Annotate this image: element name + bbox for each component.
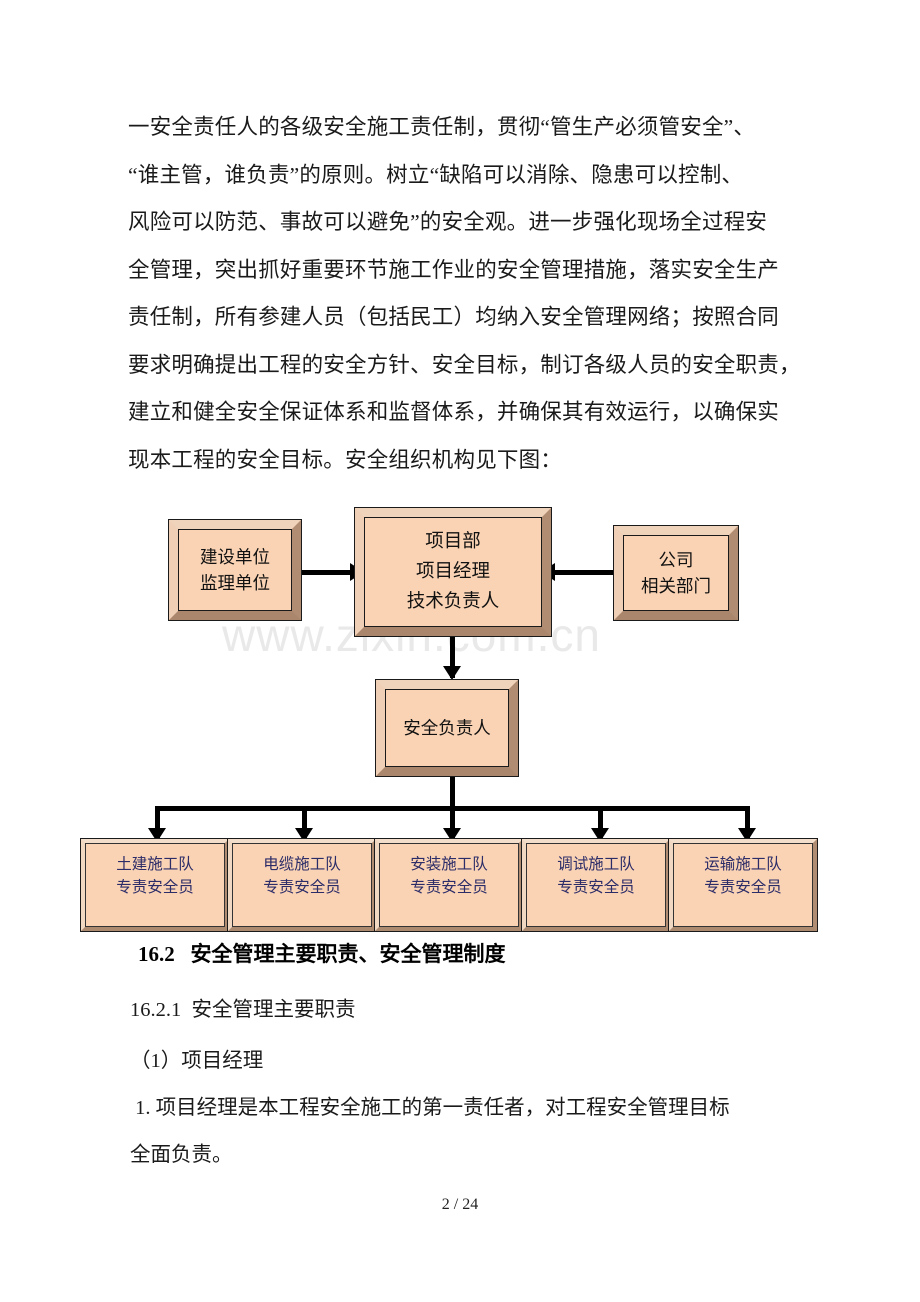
node-company-line-2: 相关部门	[641, 576, 711, 596]
node-team-civil[interactable]: 土建施工队 专责安全员	[80, 838, 230, 932]
node-team-cable-line-2: 专责安全员	[263, 879, 341, 896]
node-team-installation[interactable]: 安装施工队 专责安全员	[374, 838, 524, 932]
node-project-line-2: 项目经理	[415, 562, 490, 582]
paragraph-line: 要求明确提出工程的安全方针、安全目标，制订各级人员的安全职责，	[128, 352, 801, 377]
page-number-footer: 2 / 24	[441, 1196, 479, 1213]
body-paragraph: 一安全责任人的各级安全施工责任制，贯彻“管生产必须管安全”、 “谁主管，谁负责”…	[128, 104, 801, 484]
paragraph-line: 现本工程的安全目标。安全组织机构见下图：	[128, 447, 563, 472]
paragraph-line: 全管理，突出抓好重要环节施工作业的安全管理措施，落实安全生产	[128, 257, 780, 282]
node-project-line-3: 技术负责人	[406, 592, 500, 612]
arrow-drop-4-icon	[591, 828, 609, 842]
connector-drop-2	[302, 806, 307, 841]
node-owner-line-1: 建设单位	[200, 547, 270, 567]
connector-drop-5	[745, 806, 750, 841]
node-team-commissioning[interactable]: 调试施工队 专责安全员	[521, 838, 671, 932]
node-team-transport-line-1: 运输施工队	[704, 856, 782, 873]
node-company-departments[interactable]: 公司 相关部门	[613, 525, 739, 621]
node-owner-line-2: 监理单位	[200, 573, 270, 593]
node-project-line-1: 项目部	[425, 532, 481, 552]
arrow-drop-1-icon	[148, 828, 166, 842]
connector-drop-1	[155, 806, 160, 841]
node-team-installation-line-1: 安装施工队	[410, 856, 488, 873]
safety-organization-diagram: 建设单位 监理单位 项目部 项目经理 技术负责人 公司 相关部门 安全负责人	[0, 498, 920, 932]
connector-company-to-project	[553, 570, 615, 575]
node-team-cable-line-1: 电缆施工队	[263, 856, 341, 873]
arrow-project-to-safety-icon	[443, 666, 461, 680]
section-heading-16-2: 16.2 安全管理主要职责、安全管理制度	[138, 942, 506, 966]
node-team-civil-line-1: 土建施工队	[116, 856, 194, 873]
node-safety-line-1: 安全负责人	[403, 718, 491, 738]
arrow-drop-2-icon	[295, 828, 313, 842]
paragraph-line: 一安全责任人的各级安全施工责任制，贯彻“管生产必须管安全”、	[128, 115, 756, 139]
connector-project-to-safety	[450, 624, 455, 678]
connector-drop-3	[450, 806, 455, 841]
node-team-installation-line-2: 专责安全员	[410, 879, 488, 896]
list-item-1-body-line-1: 1. 项目经理是本工程安全施工的第一责任者，对工程安全管理目标	[130, 1097, 730, 1119]
paragraph-line: 建立和健全安全保证体系和监督体系，并确保其有效运行，以确保实	[128, 400, 780, 424]
node-team-commissioning-line-2: 专责安全员	[557, 879, 635, 896]
node-team-commissioning-line-1: 调试施工队	[557, 856, 635, 873]
list-item-1: （1）项目经理	[130, 1050, 264, 1072]
connector-safety-to-bus	[450, 760, 455, 810]
arrow-drop-5-icon	[738, 828, 756, 842]
paragraph-line: 责任制，所有参建人员（包括民工）均纳入安全管理网络；按照合同	[128, 305, 780, 329]
node-team-transport-line-2: 专责安全员	[704, 879, 782, 896]
paragraph-line: “谁主管，谁负责”的原则。树立“缺陷可以消除、隐患可以控制、	[128, 162, 744, 187]
list-item-1-body-line-2: 全面负责。	[130, 1144, 233, 1166]
node-safety-officer[interactable]: 安全负责人	[375, 679, 519, 777]
node-team-civil-line-2: 专责安全员	[116, 879, 194, 896]
node-company-line-1: 公司	[658, 550, 694, 570]
connector-drop-4	[598, 806, 603, 841]
node-project-department[interactable]: 项目部 项目经理 技术负责人	[354, 507, 552, 637]
arrow-drop-3-icon	[443, 828, 461, 842]
node-owner-supervisor[interactable]: 建设单位 监理单位	[168, 519, 302, 621]
node-team-cable[interactable]: 电缆施工队 专责安全员	[227, 838, 377, 932]
connector-owner-to-project	[300, 570, 352, 575]
section-heading-16-2-1: 16.2.1 安全管理主要职责	[130, 999, 356, 1021]
node-team-transport[interactable]: 运输施工队 专责安全员	[668, 838, 818, 932]
paragraph-line: 风险可以防范、事故可以避免”的安全观。进一步强化现场全过程安	[128, 210, 768, 234]
